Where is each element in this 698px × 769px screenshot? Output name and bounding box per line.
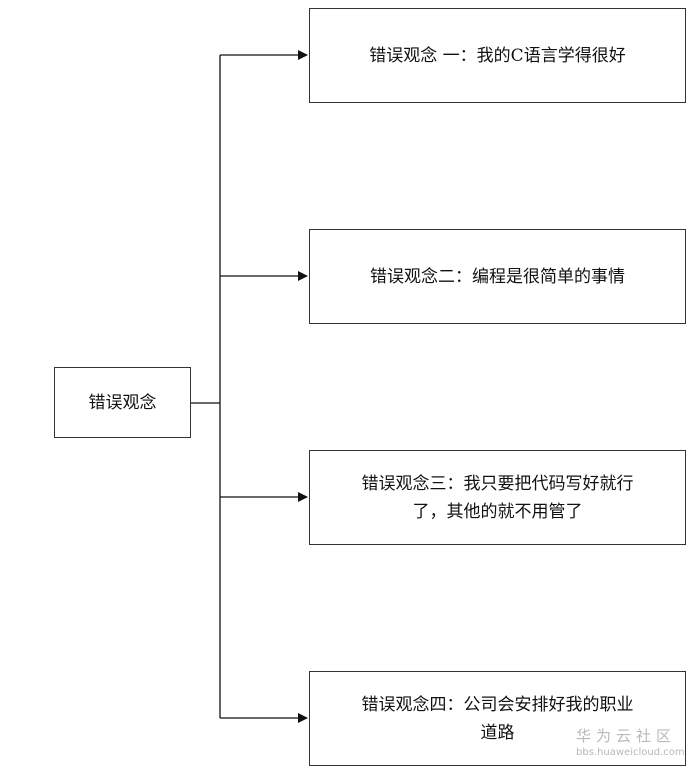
watermark-title: 华为云社区 [576,727,677,745]
misconception-3-line-1: 错误观念三：我只要把代码写好就行 [361,473,634,494]
root-node-label: 错误观念 [88,392,157,413]
misconception-1-line-1: 错误观念 一：我的C语言学得很好 [369,45,626,66]
root-node: 错误观念 [54,367,191,438]
misconception-3-line-2: 了，其他的就不用管了 [412,501,583,522]
misconception-4-line-1: 错误观念四：公司会安排好我的职业 [361,694,634,715]
misconception-2-line-1: 错误观念二：编程是很简单的事情 [370,266,625,287]
misconception-4-line-2: 道路 [480,722,515,743]
misconception-node-3: 错误观念三：我只要把代码写好就行 了，其他的就不用管了 [309,450,686,545]
misconception-node-4: 错误观念四：公司会安排好我的职业 道路 [309,671,686,766]
misconception-node-1: 错误观念 一：我的C语言学得很好 [309,8,686,103]
misconception-node-2: 错误观念二：编程是很简单的事情 [309,229,686,324]
watermark-url: bbs.huaweicloud.com [576,747,685,758]
